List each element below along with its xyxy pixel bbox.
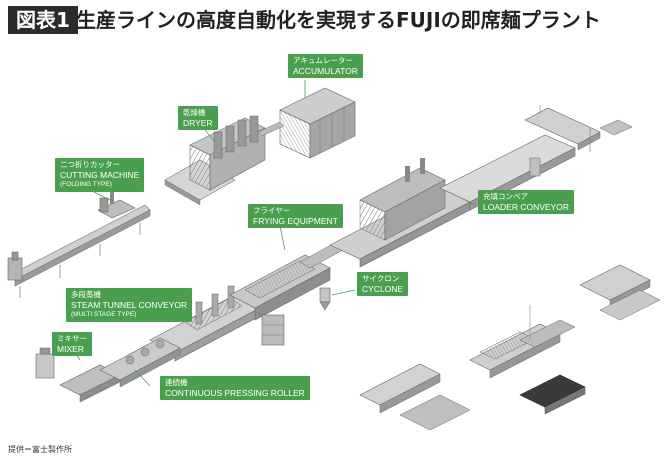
steam-tunnel-conveyor — [149, 285, 261, 362]
dryer-machine — [164, 115, 266, 206]
mixer-label-en: MIXER — [57, 344, 84, 354]
image-credit: 提供＝富士製作所 — [8, 445, 72, 454]
mixer-unit — [35, 347, 121, 403]
steam-tunnel-label-en: STEAM TUNNEL CONVEYOR — [71, 300, 188, 310]
steam-tunnel-label: 多段蒸機 STEAM TUNNEL CONVEYOR (MULTI STAGE … — [66, 288, 193, 322]
plant-diagram: アキュムレーター ACCUMULATOR 乾燥機 DRYER 二つ折りカッター … — [0, 40, 670, 440]
cutting-machine-label-en: CUTTING MACHINE — [60, 170, 140, 180]
loader-conveyor-label-jp: 充填コンベア — [483, 192, 528, 201]
frying-equipment-label-en: FRYING EQUIPMENT — [253, 216, 338, 226]
cutting-conveyor — [7, 190, 151, 298]
cutting-machine-label-sub: (FOLDING TYPE) — [60, 181, 112, 188]
header: 図表1 生産ラインの高度自動化を実現するFUJIの即席麺プラント — [0, 0, 670, 40]
loader-conveyor — [329, 105, 633, 268]
dryer-label-en: DRYER — [183, 118, 213, 128]
loader-conveyor-label: 充填コンベア LOADER CONVEYOR — [478, 190, 574, 214]
pressing-roller-label-jp: 連続機 — [165, 378, 188, 387]
cyclone-unit — [319, 287, 331, 311]
accumulator-machine — [257, 87, 356, 159]
cutting-machine-label-jp: 二つ折りカッター — [60, 160, 120, 169]
dryer-label: 乾燥機 DRYER — [178, 106, 218, 130]
dryer-label-jp: 乾燥機 — [183, 108, 206, 117]
pressing-roller-label: 連続機 CONTINUOUS PRESSING ROLLER — [160, 376, 310, 400]
pressing-roller — [99, 337, 181, 388]
packaging-area — [359, 264, 661, 431]
cyclone-label-en: CYCLONE — [362, 284, 404, 294]
figure-badge: 図表1 — [8, 6, 78, 34]
fryer-machine — [229, 239, 351, 346]
cutting-machine-label: 二つ折りカッター CUTTING MACHINE (FOLDING TYPE) — [55, 158, 145, 192]
frying-equipment-label: フライヤー FRYING EQUIPMENT — [248, 204, 343, 228]
accumulator-label-jp: アキュムレーター — [293, 56, 353, 65]
steam-tunnel-label-sub: (MULTI STAGE TYPE) — [71, 311, 137, 318]
cyclone-label: サイクロン CYCLONE — [357, 272, 409, 296]
frying-equipment-label-jp: フライヤー — [253, 206, 291, 215]
accumulator-label: アキュムレーター ACCUMULATOR — [288, 54, 363, 78]
steam-tunnel-label-jp: 多段蒸機 — [71, 290, 101, 299]
figure-title: 生産ラインの高度自動化を実現するFUJIの即席麺プラント — [76, 8, 601, 32]
mixer-label-jp: ミキサー — [57, 334, 87, 343]
mixer-label: ミキサー MIXER — [52, 332, 92, 356]
pressing-roller-label-en: CONTINUOUS PRESSING ROLLER — [165, 388, 305, 398]
accumulator-label-en: ACCUMULATOR — [293, 66, 358, 76]
plant-line-illustration — [7, 80, 661, 431]
loader-conveyor-label-en: LOADER CONVEYOR — [483, 202, 569, 212]
cyclone-label-jp: サイクロン — [362, 274, 400, 283]
